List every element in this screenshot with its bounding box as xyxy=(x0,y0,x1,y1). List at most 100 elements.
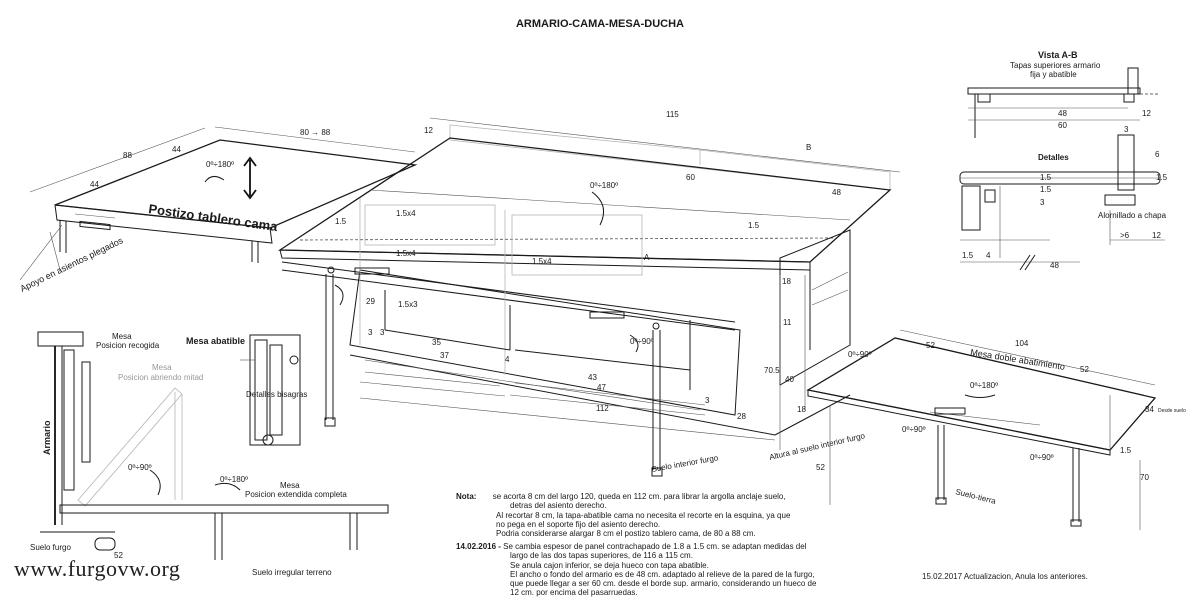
det-4: 4 xyxy=(986,251,991,260)
dim-1-5x3: 1.5x3 xyxy=(398,300,418,309)
folding-table xyxy=(806,329,1157,530)
dim-88: 88 xyxy=(123,151,132,160)
letter-b: B xyxy=(806,143,811,152)
dim-1-5x4-c: 1.5x4 xyxy=(532,257,552,266)
det-1-5-d: 1.5 xyxy=(962,251,974,260)
det-1-5-b: 1.5 xyxy=(1040,185,1052,194)
side-rot-180: 0º÷180º xyxy=(220,475,248,484)
rotation-arrow-icon xyxy=(204,176,225,183)
mesa-recogida-1: Mesa xyxy=(112,332,132,341)
suelo-interior-label: Suelo interior furgo xyxy=(651,453,720,474)
watermark: www.furgovw.org xyxy=(14,556,181,581)
mesa-mitad-2: Posicion abriendo mitad xyxy=(118,373,203,382)
mesa-mitad-1: Mesa xyxy=(152,363,172,372)
vista-12: 12 xyxy=(1142,109,1151,118)
dim-3-a: 3 xyxy=(368,328,373,337)
mesa-doble-label: Mesa doble abatimiento xyxy=(970,347,1066,372)
alornillado-label: Alornillado a chapa xyxy=(1098,211,1167,220)
nota2-line-1: Se cambia espesor de panel contrachapado… xyxy=(503,542,807,551)
side-rot-90: 0º÷90º xyxy=(128,463,152,472)
table-rotation-icon xyxy=(964,394,996,398)
nota-label: Nota: xyxy=(456,492,477,501)
det-3-top: 3 xyxy=(1124,125,1129,134)
mesa-ext-1: Mesa xyxy=(280,481,300,490)
nota2-line-6: 12 cm. por encima del pasarruedas. xyxy=(510,588,638,598)
vertical-arrow-icon xyxy=(243,156,257,200)
postizo-board xyxy=(19,126,418,281)
dim-28: 28 xyxy=(737,412,746,421)
mesa-abatible-side xyxy=(37,331,389,560)
dim-44-left: 44 xyxy=(90,180,99,189)
dim-80-88: 80 → 88 xyxy=(300,128,331,137)
dim-1-5x4-b: 1.5x4 xyxy=(396,249,416,258)
mesa-abatible-title: Mesa abatible xyxy=(186,336,245,346)
nota2-line-2: largo de las dos tapas superiores, de 11… xyxy=(510,551,693,561)
fija-label: fija y abatible xyxy=(1030,70,1077,79)
nota-line-5: Podria considerarse alargar 8 cm el post… xyxy=(496,529,756,539)
leg-rotation-icon xyxy=(334,284,344,306)
dim-70-5: 70.5 xyxy=(764,366,780,375)
det-1-5-c: 1.5 xyxy=(1156,173,1168,182)
mesa-ext-2: Posicion extendida completa xyxy=(245,490,347,499)
nota-line-1: se acorta 8 cm del largo 120, queda en 1… xyxy=(492,492,786,501)
side-52: 52 xyxy=(114,551,123,560)
table-rot-90-c: 0º÷90º xyxy=(1030,453,1054,462)
dim-35: 35 xyxy=(432,338,441,347)
dim-4: 4 xyxy=(505,355,510,364)
dim-12: 12 xyxy=(424,126,433,135)
det-48: 48 xyxy=(1050,261,1059,270)
dim-1-5-c: 1.5 xyxy=(1120,446,1132,455)
dim-44-top: 44 xyxy=(172,145,181,154)
dim-112: 112 xyxy=(596,404,609,413)
dim-1-5-b: 1.5 xyxy=(748,221,760,230)
dim-70: 70 xyxy=(1140,473,1149,482)
det-12: 12 xyxy=(1152,231,1161,240)
nota2-line-5: que puede llegar a ser 60 cm. desde el b… xyxy=(510,579,817,589)
table-rot-90-b: 0º÷90º xyxy=(902,425,926,434)
nota2-line-4: El ancho o fondo del armario es de 48 cm… xyxy=(510,569,815,579)
dim-115: 115 xyxy=(666,110,679,119)
letter-a: A xyxy=(644,253,650,262)
tapas-label: Tapas superiores armario xyxy=(1010,61,1101,70)
dim-18-a: 18 xyxy=(782,277,791,286)
notes-block: Nota: se acorta 8 cm del largo 120, qued… xyxy=(456,492,790,538)
apoyo-label: Apoyo en asientos plegados xyxy=(18,235,124,294)
vista-ab-title: Vista A-B xyxy=(1038,50,1078,60)
dim-52-a: 52 xyxy=(926,341,935,350)
det-6: 6 xyxy=(1155,150,1160,159)
desde-suelo-label: Desde suelo xyxy=(1158,408,1186,414)
notes-block-2: 14.02.2016 - Se cambia espesor de panel … xyxy=(456,542,816,598)
rot90-label-a: 0º÷90º xyxy=(630,337,654,346)
dim-48: 48 xyxy=(832,188,841,197)
rot-180-label: 0º÷180º xyxy=(206,160,234,169)
nota-line-3: Al recortar 8 cm, la tapa-abatible cama … xyxy=(496,510,791,520)
dim-60: 60 xyxy=(686,173,695,182)
nota-row: Nota: se acorta 8 cm del largo 120, qued… xyxy=(456,492,790,501)
vista-ab-detail xyxy=(967,67,1160,138)
dim-52-c: 52 xyxy=(816,463,825,472)
nota2-line-3: Se anula cajon inferior, se deja hueco c… xyxy=(510,560,709,570)
dim-104: 104 xyxy=(1015,339,1029,348)
dim-40: 40 xyxy=(785,375,794,384)
table-rot-180: 0º÷180º xyxy=(970,381,998,390)
dim-34: 34 xyxy=(1145,405,1154,414)
suelo-irregular-label: Suelo irregular terreno xyxy=(252,568,332,577)
bisagras-detail xyxy=(240,334,301,446)
detalles-label: Detalles xyxy=(1038,153,1069,162)
bisagras-label: Detalles bisagras xyxy=(246,390,307,399)
dim-3-c: 3 xyxy=(705,396,710,405)
update-note: 15.02.2017 Actualizacion, Anula los ante… xyxy=(922,572,1088,581)
suelo-tierra-label: Suelo-tierra xyxy=(955,487,998,506)
mesa-recogida-2: Posicion recogida xyxy=(96,341,160,350)
drawing-title: ARMARIO-CAMA-MESA-DUCHA xyxy=(515,18,685,30)
vista-60: 60 xyxy=(1058,121,1067,130)
nota-line-4: no pega en el soporte fijo del asiento d… xyxy=(496,519,661,529)
lid-rot-label: 0º÷180º xyxy=(590,181,618,190)
det-gt6: >6 xyxy=(1120,231,1130,240)
det-1-5-a: 1.5 xyxy=(1040,173,1052,182)
dim-43: 43 xyxy=(588,373,597,382)
det-3-b: 3 xyxy=(1040,198,1045,207)
dim-11: 11 xyxy=(783,318,792,327)
altura-suelo-label: Altura al suelo interior furgo xyxy=(768,431,866,462)
